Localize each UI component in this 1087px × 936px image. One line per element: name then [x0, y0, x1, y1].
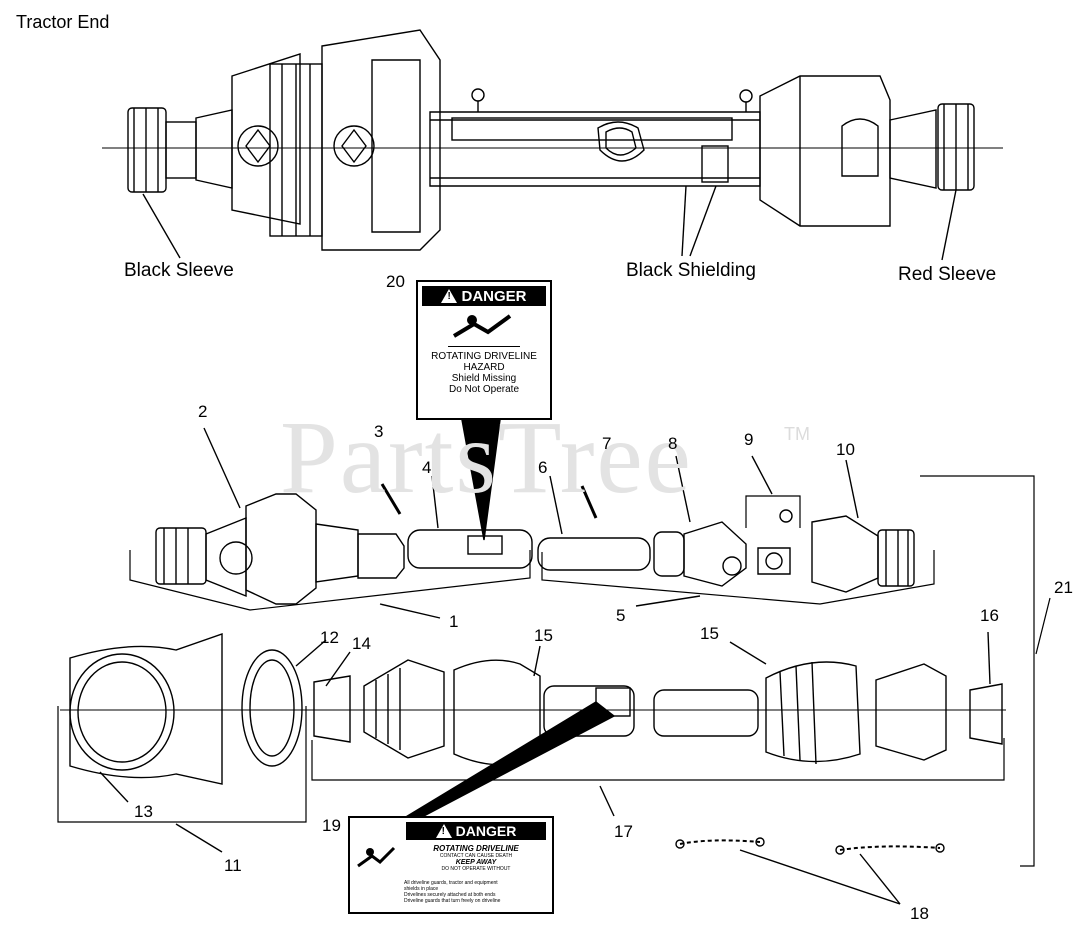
callout-10: 10: [836, 440, 855, 459]
callout-17: 17: [614, 822, 633, 841]
decal-bottom-heading: DANGER: [455, 823, 517, 839]
callout-18: 18: [910, 904, 929, 923]
decal-top-line-2: HAZARD: [463, 362, 505, 373]
danger-decal-bottom: ! DANGER ROTATING DRIVELINE CONTACT CAN …: [348, 816, 554, 914]
decal-20-pointer: [461, 419, 501, 541]
callout-15-left: 15: [534, 626, 553, 645]
decal-bottom-header: ! DANGER: [406, 822, 546, 840]
decal-top-line-3: Shield Missing: [451, 373, 517, 384]
danger-decal-top: ! DANGER ROTATING DRIVELINE HAZARD Shiel…: [416, 280, 552, 420]
decal-bottom-line-6: shields in place: [404, 886, 439, 892]
label-black-sleeve: Black Sleeve: [124, 260, 234, 281]
callout-9: 9: [744, 430, 754, 449]
machine-hazard-icon-small: [354, 836, 398, 876]
decal-19-pointer: [401, 701, 616, 819]
callout-8: 8: [668, 434, 678, 453]
decal-bottom-line-1: ROTATING DRIVELINE: [433, 844, 519, 853]
decal-top-heading: DANGER: [461, 287, 527, 305]
callout-5: 5: [616, 606, 626, 625]
decal-bottom-line-5: All driveline guards, tractor and equipm…: [404, 880, 498, 886]
bracket-21: [920, 475, 1035, 867]
decal-bottom-line-4: DO NOT OPERATE WITHOUT: [441, 866, 511, 872]
callout-12: 12: [320, 628, 339, 647]
decal-top-line-1: ROTATING DRIVELINE: [431, 351, 537, 362]
callout-11: 11: [224, 856, 242, 875]
decal-bottom-line-8: Driveline guards that turn freely on dri…: [404, 898, 501, 904]
callout-4: 4: [422, 458, 432, 477]
callout-14: 14: [352, 634, 371, 653]
label-red-sleeve: Red Sleeve: [898, 264, 997, 285]
callout-7: 7: [602, 434, 612, 453]
machine-hazard-icon: [448, 310, 520, 347]
driveline-overview: [102, 29, 1003, 261]
decal-bottom-line-7: Drivelines securely attached at both end…: [404, 892, 496, 898]
callout-3: 3: [374, 422, 384, 441]
decal-bottom-line-3: KEEP AWAY: [455, 859, 497, 866]
page-title: Tractor End: [16, 12, 110, 32]
callout-19: 19: [322, 816, 341, 835]
callout-6: 6: [538, 458, 548, 477]
label-black-shielding: Black Shielding: [626, 260, 756, 281]
callout-15-right: 15: [700, 624, 719, 643]
callout-13: 13: [134, 802, 153, 821]
callout-21: 21: [1054, 578, 1073, 597]
decal-top-line-4: Do Not Operate: [448, 384, 520, 395]
warning-icon: !: [441, 289, 458, 303]
decal-top-header: ! DANGER: [422, 286, 546, 306]
callout-1: 1: [449, 612, 459, 631]
driveline-exploded-row: [129, 427, 935, 619]
warning-icon-small: !: [435, 824, 452, 838]
callout-20: 20: [386, 272, 405, 291]
callout-16: 16: [980, 606, 999, 625]
shield-exploded-row: [57, 631, 1006, 905]
callout-2: 2: [198, 402, 208, 421]
decal-bottom-line-2: CONTACT CAN CAUSE DEATH: [439, 853, 513, 859]
watermark-tm: TM: [784, 424, 810, 444]
